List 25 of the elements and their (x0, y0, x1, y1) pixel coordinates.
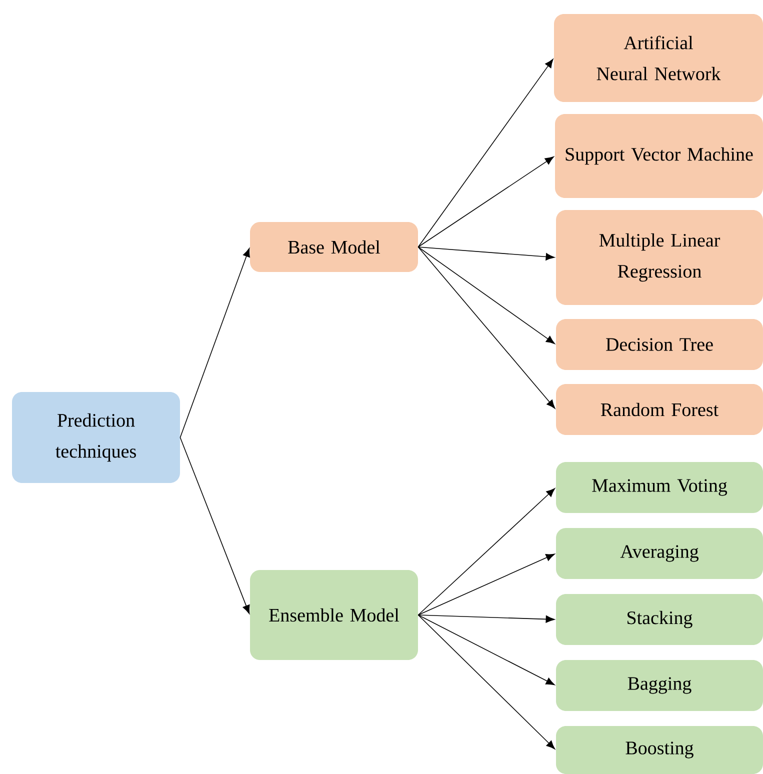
arrow (418, 614, 556, 750)
arrow (418, 58, 554, 248)
technique-box: Random Forest (556, 384, 763, 435)
category-box: Base Model (250, 222, 418, 272)
arrow (418, 554, 555, 616)
arrow (418, 246, 556, 409)
technique-box: Stacking (556, 594, 763, 645)
arrow (418, 246, 555, 344)
arrow (418, 156, 554, 248)
technique-box: Averaging (556, 528, 763, 579)
arrow (418, 614, 555, 686)
arrow (418, 488, 556, 616)
technique-box: Multiple Linear Regression (556, 210, 763, 305)
technique-box: Artificial Neural Network (554, 14, 763, 102)
arrow (180, 437, 250, 614)
arrow (418, 246, 555, 260)
technique-box: Support Vector Machine (555, 114, 763, 198)
technique-box: Maximum Voting (556, 462, 763, 513)
technique-box: Boosting (556, 726, 763, 774)
technique-box: Bagging (556, 660, 763, 711)
arrow (418, 614, 555, 623)
root-box: Prediction techniques (12, 392, 180, 483)
category-box: Ensemble Model (250, 570, 418, 660)
arrow (180, 248, 250, 438)
technique-box: Decision Tree (556, 319, 763, 370)
